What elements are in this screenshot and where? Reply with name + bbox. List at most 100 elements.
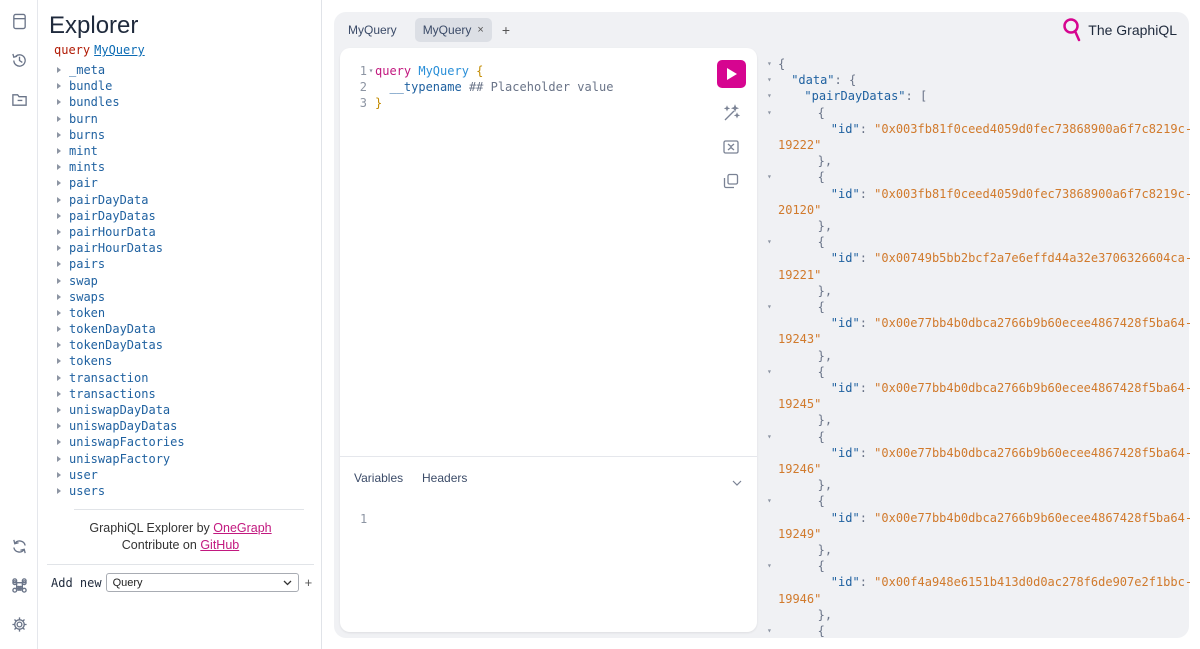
json-value: "0x00f4a948e6151b413d0d0ac278f6de907e2f1… (874, 575, 1193, 590)
explorer-field-tokens[interactable]: tokens (57, 353, 185, 369)
explorer-field-token[interactable]: token (57, 305, 185, 321)
explorer-field-uniswapDayData[interactable]: uniswapDayData (57, 402, 185, 418)
add-new-select[interactable]: Query (105, 573, 299, 592)
prettify-icon[interactable] (720, 102, 742, 124)
fold-arrow-icon[interactable]: ▾ (767, 366, 772, 376)
explorer-field-uniswapFactory[interactable]: uniswapFactory (57, 451, 185, 467)
shortcuts-icon[interactable] (7, 573, 31, 597)
json-value: "0x003fb81f0ceed4059d0fec73868900a6f7c82… (874, 121, 1193, 136)
tab-myquery-1[interactable]: MyQuery (340, 18, 405, 42)
explorer-field-pairHourDatas[interactable]: pairHourDatas (57, 240, 185, 256)
chevron-down-icon (283, 577, 292, 589)
explorer-field-transaction[interactable]: transaction (57, 370, 185, 386)
explorer-field-pairDayDatas[interactable]: pairDayDatas (57, 208, 185, 224)
results-viewer[interactable]: ▾{▾"data": {▾"pairDayDatas": [▾{"id": "0… (762, 48, 1192, 639)
field-label: pairDayData (69, 192, 149, 207)
explorer-field-uniswapFactories[interactable]: uniswapFactories (57, 434, 185, 450)
json-token: : (859, 251, 875, 266)
tab-label: MyQuery (422, 23, 472, 37)
json-value: 19221" (778, 267, 822, 282)
docs-icon[interactable] (7, 9, 31, 33)
refetch-icon[interactable] (7, 534, 31, 558)
result-text: }, (818, 477, 832, 493)
settings-icon[interactable] (7, 612, 31, 636)
github-link[interactable]: GitHub (200, 538, 240, 552)
explorer-field-mint[interactable]: mint (57, 143, 185, 159)
json-value: 19249" (778, 526, 822, 541)
explorer-field-burns[interactable]: burns (57, 127, 185, 143)
explorer-field-swap[interactable]: swap (57, 272, 185, 288)
fold-arrow-icon[interactable]: ▾ (767, 237, 772, 247)
explorer-field-bundles[interactable]: bundles (57, 94, 185, 110)
add-new-row: Add new Query + (51, 573, 312, 592)
explorer-field-tokenDayData[interactable]: tokenDayData (57, 321, 185, 337)
json-key: "id" (830, 445, 860, 460)
run-button[interactable] (717, 60, 746, 88)
explorer-field-uniswapDayDatas[interactable]: uniswapDayDatas (57, 418, 185, 434)
field-label: uniswapDayDatas (69, 419, 178, 434)
add-tab-button[interactable]: + (501, 22, 510, 38)
chevron-right-icon (57, 131, 61, 138)
explorer-field-user[interactable]: user (57, 467, 185, 483)
fold-arrow-icon[interactable]: ▾ (368, 66, 374, 75)
history-icon[interactable] (7, 48, 31, 72)
fold-arrow-icon[interactable]: ▾ (767, 302, 772, 311)
field-label: mints (69, 160, 106, 175)
tab-variables[interactable]: Variables (354, 471, 404, 485)
json-key: "pairDayDatas" (804, 89, 906, 104)
explorer-field-pair[interactable]: pair (57, 175, 185, 191)
operation-name[interactable]: MyQuery (94, 43, 145, 57)
fold-arrow-icon[interactable]: ▾ (767, 91, 772, 101)
chevron-down-icon[interactable] (732, 473, 742, 491)
field-label: bundle (69, 79, 113, 94)
explorer-field-users[interactable]: users (57, 483, 185, 499)
result-text: 19946" (778, 591, 821, 607)
merge-icon[interactable] (720, 136, 742, 158)
chevron-right-icon (57, 245, 61, 252)
variables-editor-line[interactable]: 1 (360, 512, 368, 526)
fold-arrow-icon[interactable]: ▾ (767, 626, 772, 635)
fold-arrow-icon[interactable]: ▾ (767, 561, 772, 571)
json-value: 20120" (778, 202, 822, 217)
fold-arrow-icon[interactable]: ▾ (767, 59, 772, 68)
fold-arrow-icon[interactable]: ▾ (767, 496, 772, 506)
tab-myquery-2[interactable]: MyQuery × (414, 18, 492, 42)
json-key: "data" (791, 73, 835, 88)
explorer-field-tokenDayDatas[interactable]: tokenDayDatas (57, 337, 185, 353)
field-label: burn (69, 111, 98, 126)
onegraph-link[interactable]: OneGraph (213, 521, 272, 535)
chevron-right-icon (57, 164, 61, 171)
operation-keyword: query (54, 43, 91, 57)
explorer-field-pairHourData[interactable]: pairHourData (57, 224, 185, 240)
query-keyword: query (375, 64, 412, 78)
field-label: users (69, 483, 106, 498)
json-value: 19946" (778, 591, 822, 606)
add-operation-button[interactable]: + (304, 575, 313, 590)
explorer-title: Explorer (49, 12, 139, 39)
json-token: { (817, 494, 825, 509)
explorer-field-pairDayData[interactable]: pairDayData (57, 192, 185, 208)
json-token: }, (817, 219, 833, 233)
result-text: { (818, 623, 825, 639)
fold-arrow-icon[interactable]: ▾ (767, 75, 772, 85)
explorer-field-_meta[interactable]: _meta (57, 62, 185, 78)
explorer-field-mints[interactable]: mints (57, 159, 185, 175)
fold-arrow-icon[interactable]: ▾ (767, 107, 772, 117)
json-key: "id" (830, 575, 860, 590)
explorer-field-transactions[interactable]: transactions (57, 386, 185, 402)
explorer-field-bundle[interactable]: bundle (57, 78, 185, 94)
query-editor[interactable]: 1▾ query MyQuery { 2 __typename ## Place… (340, 48, 757, 632)
explorer-field-swaps[interactable]: swaps (57, 289, 185, 305)
copy-icon[interactable] (720, 170, 742, 192)
result-text: { (818, 299, 825, 315)
line-number: 1 (359, 64, 367, 78)
explorer-field-pairs[interactable]: pairs (57, 256, 185, 272)
chevron-right-icon (57, 358, 61, 365)
field-label: user (69, 467, 98, 482)
close-icon[interactable]: × (477, 24, 484, 36)
tab-headers[interactable]: Headers (422, 471, 468, 485)
explorer-icon[interactable] (7, 87, 31, 111)
fold-arrow-icon[interactable]: ▾ (767, 431, 772, 441)
explorer-field-burn[interactable]: burn (57, 111, 185, 127)
fold-arrow-icon[interactable]: ▾ (767, 172, 772, 182)
